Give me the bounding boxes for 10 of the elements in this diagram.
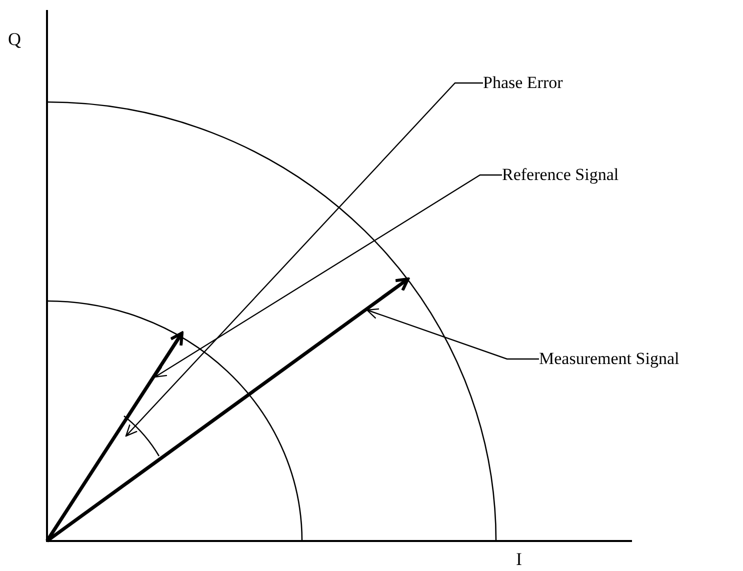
axis-label: Q: [8, 29, 21, 49]
callout-label: Reference Signal: [502, 165, 619, 185]
vector-arrow: [46, 278, 410, 542]
leader-line: [125, 82, 483, 437]
callout-label: Measurement Signal: [539, 349, 680, 369]
leader-line: [366, 308, 539, 360]
leader-line: [154, 174, 502, 378]
axis-label: I: [516, 549, 522, 569]
vector-arrow: [46, 332, 184, 542]
callout-label: Phase Error: [483, 73, 563, 93]
